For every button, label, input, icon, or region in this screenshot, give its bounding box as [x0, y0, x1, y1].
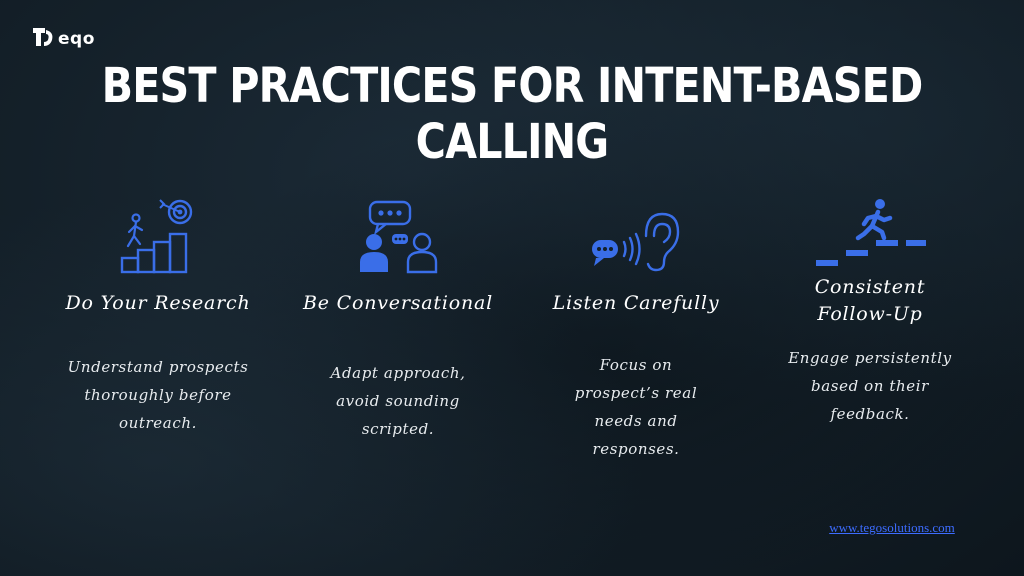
website-link[interactable]: www.tegosolutions.com [829, 520, 955, 535]
conversation-icon [360, 200, 438, 274]
practice-card-follow-up: Consistent Follow-Up Engage persistently… [760, 190, 980, 428]
practice-description: Focus on prospect’s real needs and respo… [574, 356, 698, 458]
practice-card-listen: Listen Carefully Focus on prospect’s rea… [526, 196, 746, 463]
practice-icon-wrapper [288, 196, 508, 276]
practice-card-research: Do Your Research Understand prospects th… [48, 196, 268, 437]
brand-logo[interactable]: eqo [30, 24, 95, 50]
practice-title: Consistent Follow-Up [814, 276, 926, 325]
practice-icon-wrapper [760, 190, 980, 270]
page-title: BEST PRACTICES FOR INTENT-BASED CALLING [101, 58, 924, 170]
practice-icon-wrapper [48, 196, 268, 276]
steps-climbing-icon [816, 199, 926, 266]
practice-title: Listen Carefully [552, 292, 720, 314]
practice-title: Do Your Research [65, 292, 251, 314]
practice-description: Engage persistently based on their feedb… [788, 349, 952, 423]
practice-description: Adapt approach, avoid sounding scripted. [330, 364, 466, 438]
practice-card-conversational: Be Conversational Adapt approach, avoid … [288, 196, 508, 443]
climb-to-target-icon [120, 199, 193, 274]
practice-icon-wrapper [526, 196, 746, 276]
logo-text: eqo [58, 29, 95, 49]
tegos-logo-icon [33, 28, 53, 46]
practice-title: Be Conversational [303, 292, 493, 314]
listening-ear-icon [592, 212, 680, 272]
practice-description: Understand prospects thoroughly before o… [67, 358, 249, 432]
